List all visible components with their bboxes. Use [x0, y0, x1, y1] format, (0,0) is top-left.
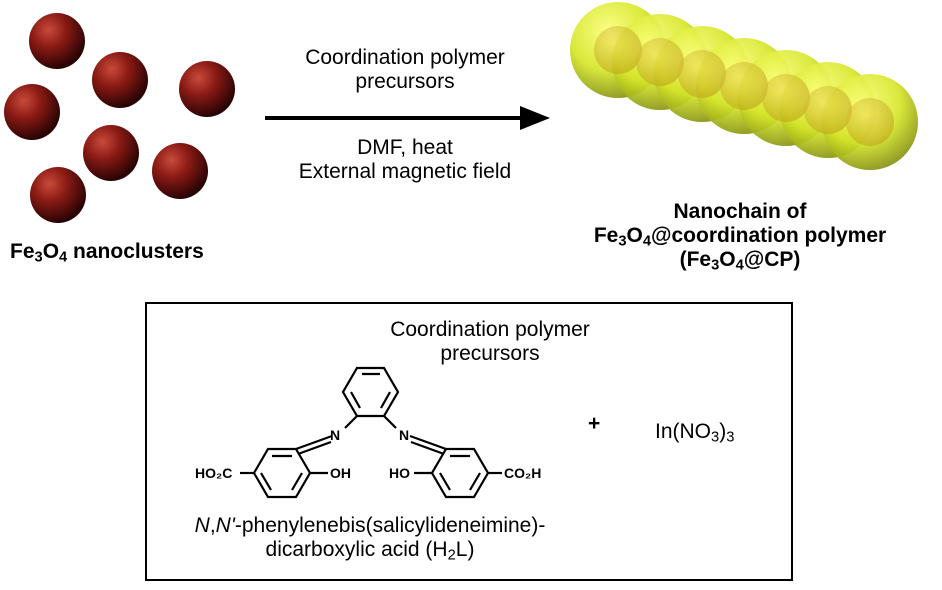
- chain-core: [636, 38, 684, 86]
- label-part: -phenylenebis(salicylideneimine)-: [234, 514, 546, 537]
- nanoclusters-label: Fe3O4 nanoclusters: [10, 240, 250, 266]
- ligand-name-line: N,N'-phenylenebis(salicylideneimine)-: [160, 514, 580, 538]
- atom-n-right: N: [399, 427, 410, 443]
- arrow-label-line: External magnetic field: [298, 160, 512, 183]
- label-part: O: [719, 248, 736, 271]
- nanocluster-particle: [4, 84, 60, 140]
- ligand-name: N,N'-phenylenebis(salicylideneimine)- di…: [160, 514, 580, 564]
- nanochain-label-line: Nanochain of: [673, 200, 807, 223]
- arrow-label-below: DMF, heat External magnetic field: [250, 136, 560, 184]
- nanochain-label-line: Fe3O4@coordination polymer: [560, 224, 920, 250]
- label-part: nanoclusters: [67, 240, 204, 263]
- arrow-label-above: Coordination polymer precursors: [250, 46, 560, 94]
- ligand-structure: [240, 366, 502, 499]
- box-title-line: Coordination polymer: [390, 318, 590, 341]
- label-part: ): [719, 420, 727, 443]
- nanocluster-particle: [29, 13, 85, 69]
- label-part: N: [194, 514, 210, 537]
- atom-hooc: HO₂C: [195, 465, 233, 481]
- label-part: dicarboxylic acid (H: [265, 538, 448, 561]
- nanochain-label: Nanochain of Fe3O4@coordination polymer …: [560, 200, 920, 274]
- nanocluster-particle: [30, 167, 86, 223]
- atom-ho-right: HO: [389, 465, 410, 481]
- label-part: @CP): [743, 248, 801, 271]
- precursors-box: [145, 302, 793, 581]
- subscript: 3: [34, 249, 43, 266]
- chain-core: [804, 86, 852, 134]
- nanochain-label-line: (Fe3O4@CP): [560, 248, 920, 274]
- atom-n-left: N: [330, 427, 341, 443]
- atom-oh-left: OH: [330, 465, 351, 481]
- box-title-line: precursors: [440, 342, 540, 365]
- subscript: 4: [59, 249, 68, 266]
- label-part: O: [42, 240, 60, 263]
- nanochain: [570, 2, 918, 170]
- atom-cooh: CO₂H: [504, 465, 542, 481]
- indium-nitrate: In(NO3)3: [655, 420, 735, 446]
- box-title: Coordination polymer precursors: [360, 318, 620, 366]
- arrow-label-line: Coordination polymer: [305, 46, 505, 69]
- chain-core: [594, 26, 642, 74]
- nanocluster-particle: [92, 52, 148, 108]
- label-part: L): [455, 538, 475, 561]
- subscript: 2: [447, 547, 456, 564]
- subscript: 3: [618, 233, 627, 250]
- chain-core: [678, 50, 726, 98]
- label-part: ,: [209, 514, 216, 537]
- subscript: 4: [735, 257, 744, 274]
- label-part: Fe: [10, 240, 35, 263]
- nanocluster-particle: [83, 125, 139, 181]
- subscript: 3: [726, 429, 735, 446]
- nanoclusters: [4, 13, 235, 223]
- nanocluster-particle: [152, 143, 208, 199]
- label-part: @coordination polymer: [651, 224, 887, 247]
- arrow-label-line: precursors: [355, 70, 455, 93]
- chain-core: [720, 62, 768, 110]
- label-part: In(NO: [655, 420, 712, 443]
- reaction-arrow: [265, 106, 550, 130]
- label-part: Fe: [593, 224, 619, 247]
- ligand-name-line: dicarboxylic acid (H2L): [160, 538, 580, 564]
- label-part: (Fe: [679, 248, 712, 271]
- label-part: N': [215, 514, 235, 537]
- plus-sign: +: [588, 412, 601, 435]
- label-part: O: [626, 224, 643, 247]
- chain-core: [846, 98, 894, 146]
- subscript: 3: [711, 257, 720, 274]
- arrow-label-line: DMF, heat: [357, 136, 453, 159]
- chain-core: [762, 74, 810, 122]
- subscript: 4: [642, 233, 652, 250]
- subscript: 3: [711, 429, 720, 446]
- nanocluster-particle: [179, 61, 235, 117]
